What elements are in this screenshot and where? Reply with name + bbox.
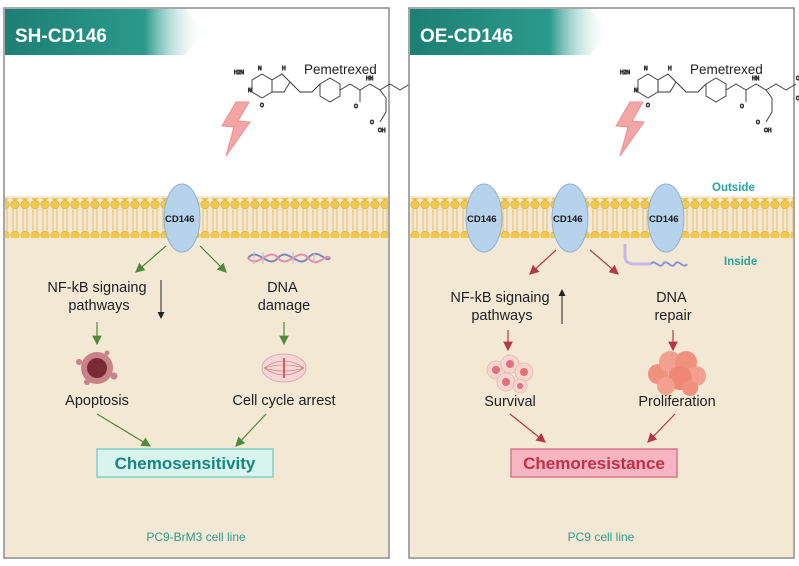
svg-text:H: H [668, 66, 672, 72]
svg-text:N: N [258, 66, 262, 72]
right-cytoplasm [410, 196, 793, 557]
right-dna-line-1: DNA [656, 290, 687, 306]
right-pathway-label: NF-kB signaing pathways [450, 290, 553, 324]
svg-text:O: O [370, 120, 374, 126]
left-dna-label: DNA damage [258, 280, 310, 314]
right-cd146-receptor-1 [465, 183, 503, 253]
svg-text:O: O [354, 104, 358, 110]
svg-text:O: O [796, 76, 799, 82]
right-dna-line-2: repair [654, 308, 691, 324]
left-mitotic-spindle-icon [261, 353, 307, 383]
left-dna-line-2: damage [258, 298, 310, 314]
right-cd146-label-3: CD146 [649, 214, 679, 225]
svg-text:O: O [646, 103, 650, 109]
left-arrow-arrest-to-result [235, 413, 267, 447]
left-dna-helix-icon [247, 252, 331, 264]
right-proliferating-cells-icon [648, 351, 706, 396]
svg-text:O: O [756, 120, 760, 126]
left-cd146-receptor [163, 183, 201, 253]
right-cd146-receptor-3 [647, 183, 685, 253]
svg-text:H2N: H2N [620, 70, 630, 76]
left-cell-line-label: PC9-BrM3 cell line [146, 530, 246, 544]
right-pathway-line-1: NF-kB signaing [450, 290, 549, 306]
right-cell-line-label: PC9 cell line [568, 530, 635, 544]
svg-text:O: O [260, 103, 264, 109]
left-title-tab [5, 9, 205, 55]
svg-text:OH: OH [764, 128, 772, 134]
inside-label: Inside [724, 256, 757, 268]
svg-text:N: N [634, 88, 638, 94]
left-cytoplasm [5, 196, 388, 557]
right-outcome-survival: Survival [484, 394, 536, 410]
left-panel-title: SH-CD146 [15, 26, 107, 47]
svg-text:N: N [248, 88, 252, 94]
right-pemetrexed-structure: H2N N H N O O OH O HN O OH [620, 66, 799, 135]
svg-text:O: O [740, 104, 744, 110]
right-lightning-icon [615, 101, 645, 157]
outside-label: Outside [712, 182, 755, 194]
left-drug-label: Pemetrexed [304, 62, 377, 77]
left-arrow-apoptosis-to-result [96, 413, 152, 447]
right-dna-repair-icon [623, 244, 688, 267]
right-dna-label: DNA repair [654, 290, 691, 324]
left-pathway-line-2: pathways [68, 298, 129, 314]
left-result-label: Chemosensitivity [115, 454, 256, 473]
right-cell-cluster-icon [486, 354, 534, 394]
svg-text:H: H [282, 66, 286, 72]
right-drug-label: Pemetrexed [690, 62, 763, 77]
left-result-box [96, 448, 274, 478]
left-arrow-to-pathway [135, 245, 167, 273]
right-title-tab [410, 9, 610, 55]
right-result-box [510, 448, 678, 478]
left-cd146-label: CD146 [165, 214, 195, 225]
left-arrow-to-dna [199, 245, 227, 273]
left-pathway-label: NF-kB signaing pathways [47, 280, 150, 314]
right-cd146-label-1: CD146 [467, 214, 497, 225]
left-panel: SH-CD146 H2N N H N O O OH O HN O OH Peme… [3, 7, 418, 559]
left-apoptotic-cell-icon [76, 350, 118, 385]
right-result-label: Chemoresistance [523, 454, 665, 473]
right-cd146-receptor-2 [551, 183, 589, 253]
right-outcome-proliferation: Proliferation [638, 394, 715, 410]
right-panel-title: OE-CD146 [420, 26, 513, 47]
svg-text:H2N: H2N [234, 70, 244, 76]
left-lightning-icon [221, 101, 251, 157]
right-panel: OE-CD146 H2N N H N O O OH O HN O OH Peme… [408, 7, 799, 559]
right-arrow-to-dna [589, 249, 619, 275]
left-pathway-line-1: NF-kB signaing [47, 280, 146, 296]
right-arrow-survival-to-result [509, 413, 546, 443]
right-cd146-label-2: CD146 [553, 214, 583, 225]
svg-text:OH: OH [378, 128, 386, 134]
svg-text:N: N [644, 66, 648, 72]
right-arrow-to-pathway [529, 249, 557, 275]
left-outcome-arrest: Cell cycle arrest [232, 393, 335, 409]
right-pathway-line-2: pathways [471, 308, 532, 324]
svg-text:OH: OH [796, 96, 799, 102]
right-arrow-proliferation-to-result [647, 413, 676, 443]
svg-text:HN: HN [752, 76, 760, 82]
svg-text:HN: HN [366, 76, 374, 82]
left-dna-line-1: DNA [267, 280, 298, 296]
left-outcome-apoptosis: Apoptosis [65, 393, 129, 409]
